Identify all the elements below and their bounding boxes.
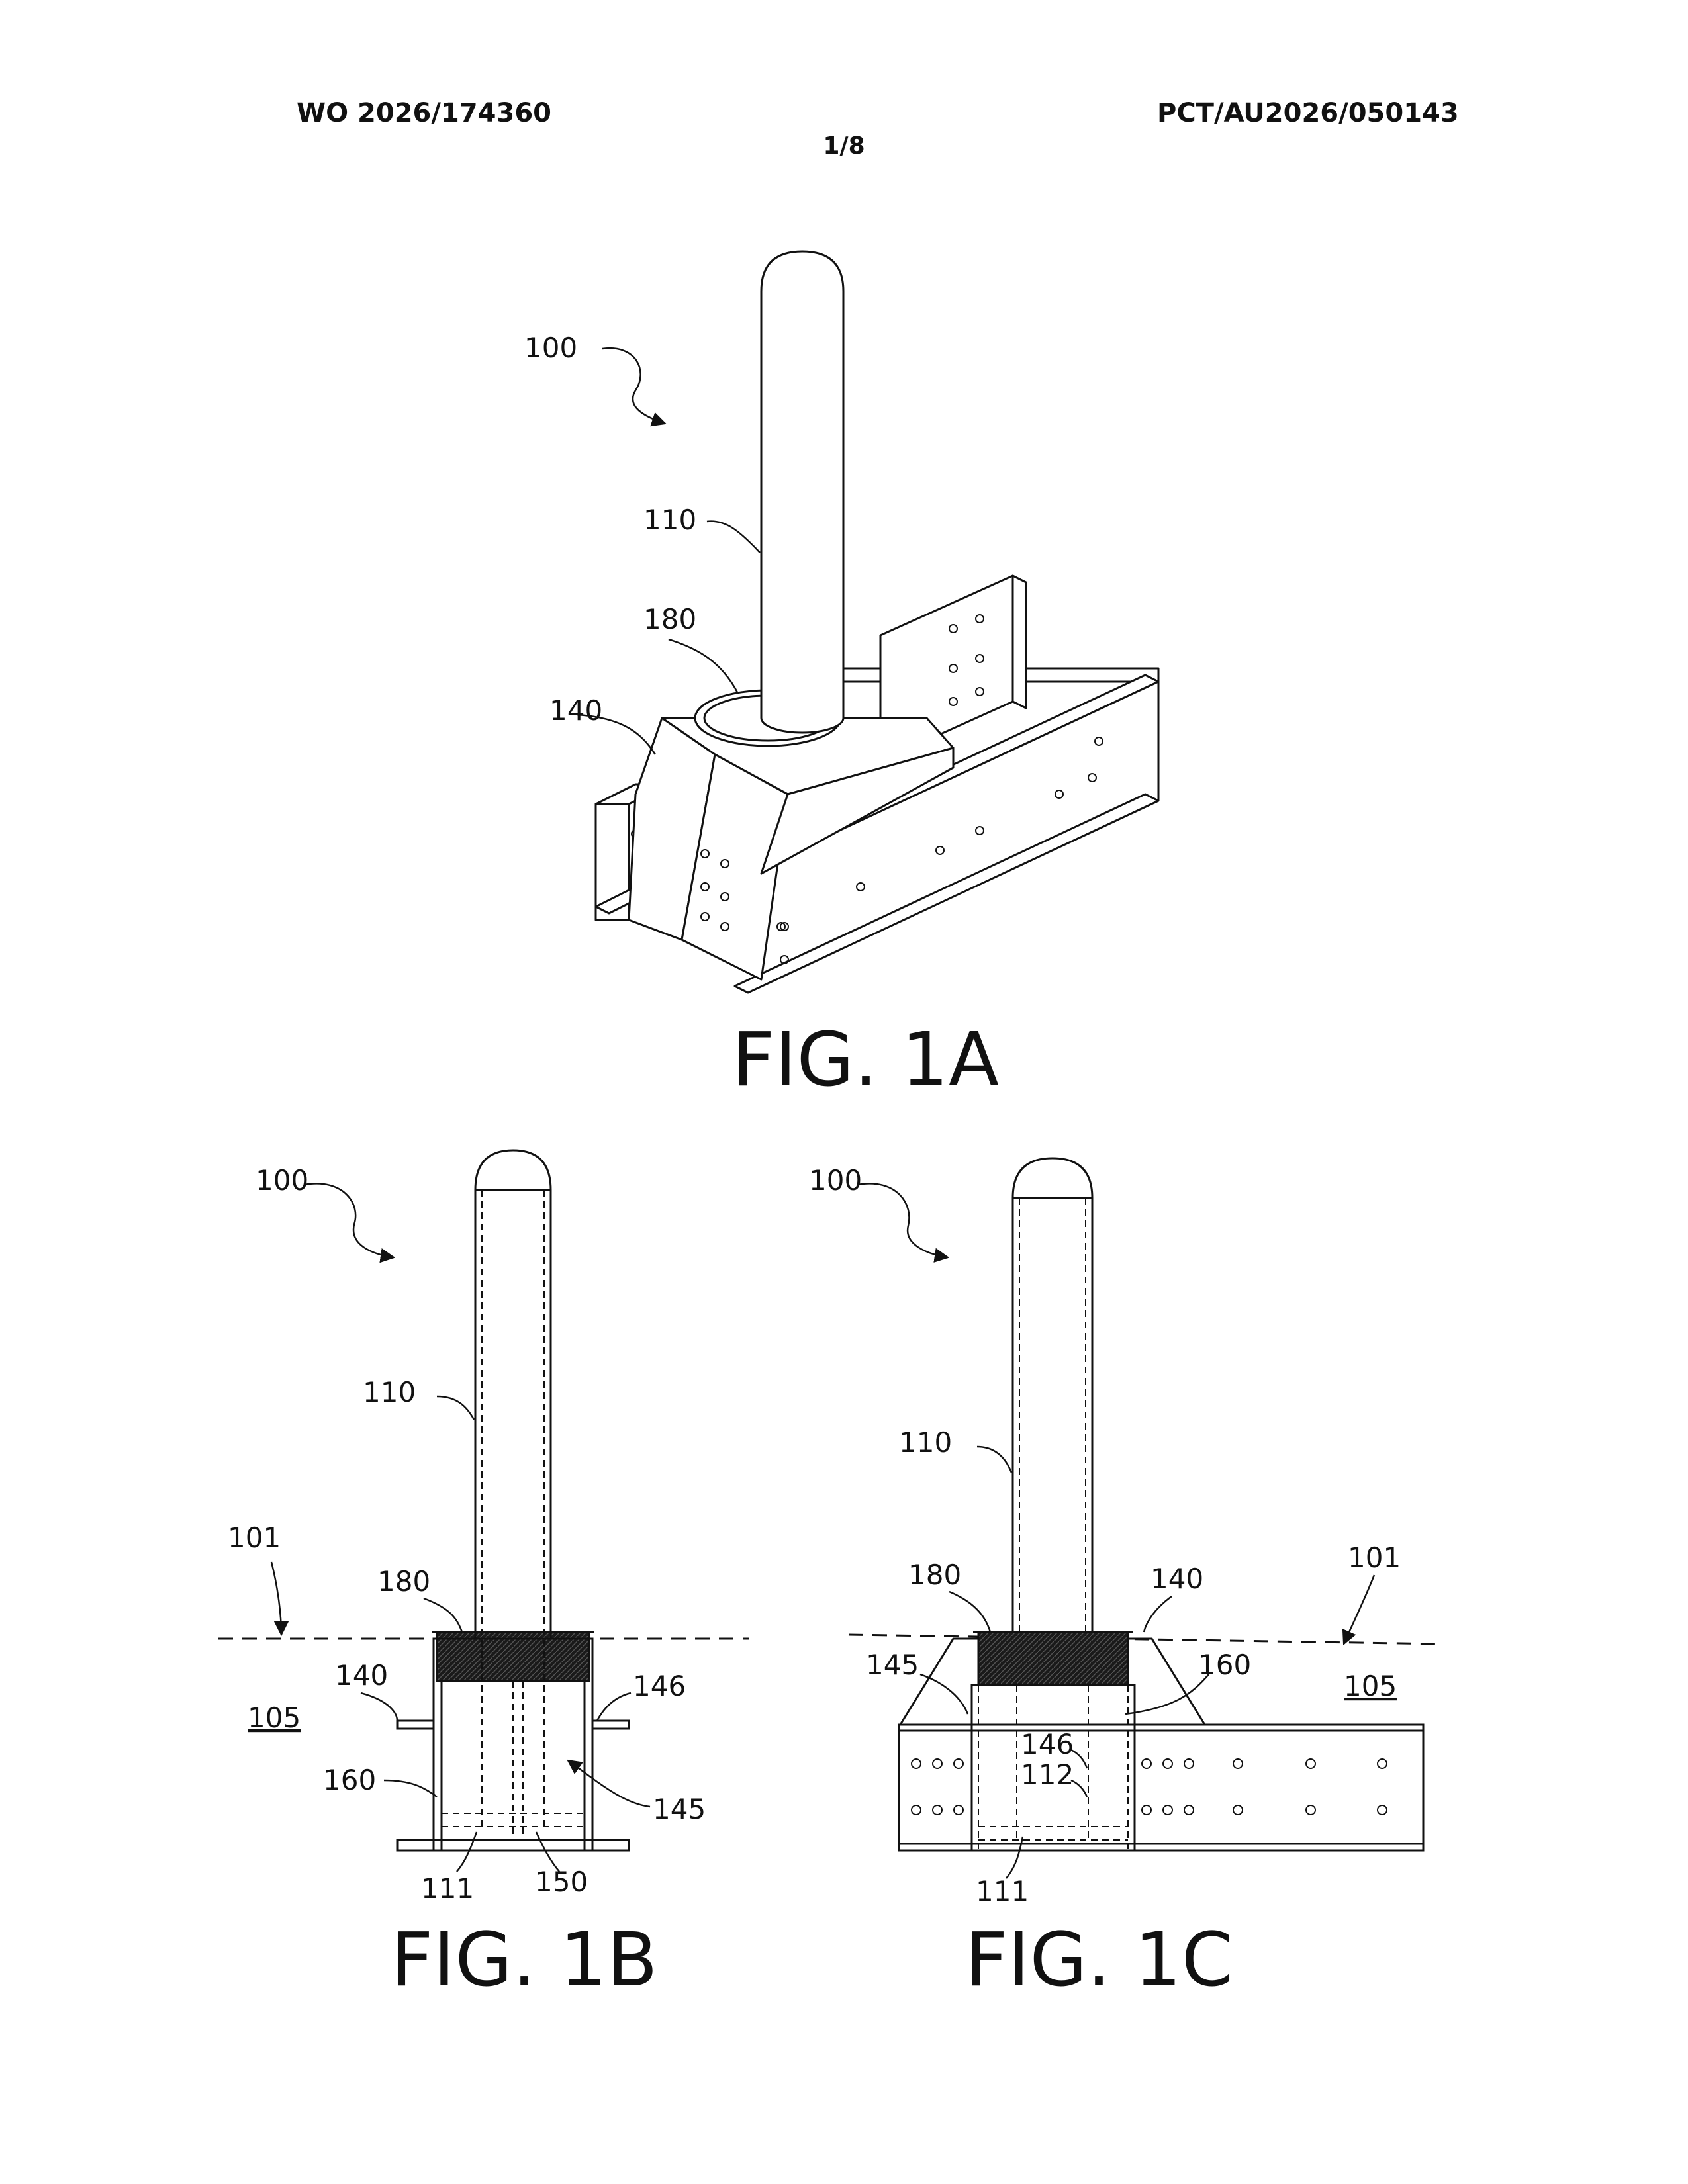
fig1c-label-collar: 180 [908,1559,961,1591]
fig1b-label-wall: 146 [633,1670,686,1702]
fig1b-label-region: 105 [248,1702,301,1734]
fig1b-label-ground: 101 [228,1522,281,1554]
fig1b-label-device: 100 [256,1164,308,1197]
base-plate [397,1840,629,1850]
fig1c-label-post-end: 111 [976,1875,1029,1907]
fig1a-label-post: 110 [643,504,696,536]
fig1a-label-collar: 180 [643,603,696,635]
side-tab-left [397,1721,434,1729]
fig1c-label-device: 100 [809,1164,862,1197]
fig1c-title: FIG. 1C [965,1917,1233,2003]
fig1c-label-insert: 112 [1021,1758,1074,1791]
fig1b-label-socket: 145 [653,1793,706,1825]
post-cap [475,1150,551,1190]
post [761,291,843,733]
fig1c-label-ground: 101 [1348,1541,1401,1574]
fig1c-label-fill: 160 [1198,1649,1251,1681]
fig1c-label-post: 110 [899,1426,952,1459]
beam [899,1725,1423,1850]
fig1a-label-device: 100 [524,332,577,364]
fig1b-label-fill: 160 [323,1764,376,1796]
fig1b-title: FIG. 1B [391,1917,658,2003]
post-cap [761,251,843,291]
fig1b-label-post: 110 [363,1376,416,1408]
collar [978,1632,1128,1685]
fig1c-label-region: 105 [1344,1670,1397,1702]
fig1c-label-socket: 145 [866,1649,919,1681]
fig1b-label-base: 140 [335,1659,388,1692]
fig1b-label-bottom: 150 [535,1866,588,1898]
fig1b-label-collar: 180 [377,1565,430,1598]
post-cap [1013,1158,1092,1198]
fig1b-label-post-end: 111 [421,1872,474,1905]
side-tab-right [592,1721,629,1729]
fig1c-label-base: 140 [1150,1563,1203,1595]
fig1a-title: FIG. 1A [732,1017,999,1103]
fig1a-label-base: 140 [549,694,602,727]
figure-1b [218,1150,749,1872]
fig1c-label-wall: 146 [1021,1728,1074,1760]
figure-1c [849,1158,1443,1878]
